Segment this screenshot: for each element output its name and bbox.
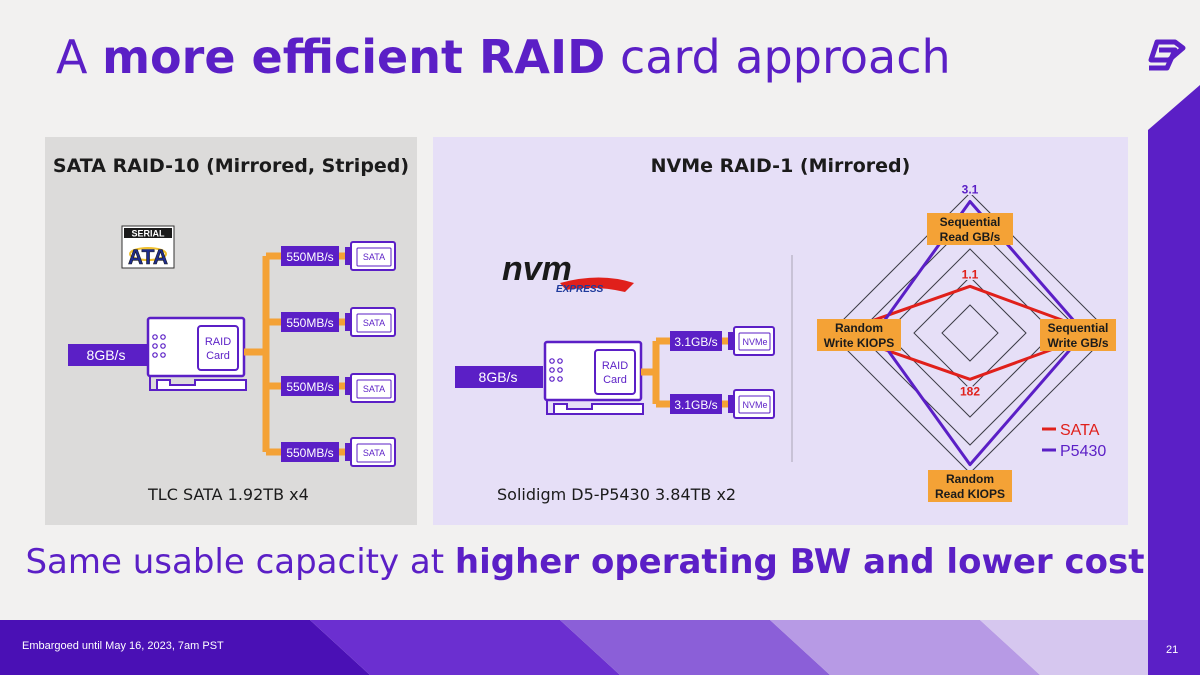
sata-drive-label-3: SATA <box>363 384 385 394</box>
radar-chart: 1.11182763.10.951754 Sequential Read GB/… <box>817 181 1116 502</box>
axis-label-rand-write-1: Random <box>835 321 883 335</box>
page-title: A more efficient RAID card approach <box>56 30 951 84</box>
ata-text: ATA <box>128 246 168 269</box>
axis-label-seq-read-2: Read GB/s <box>940 230 1001 244</box>
sata-drive-speed-4: 550MB/s <box>286 446 333 460</box>
sata-drive-1: SATA <box>345 241 396 271</box>
page-number: 21 <box>1166 644 1179 656</box>
sata-raid-card: RAID Card <box>146 316 247 391</box>
serial-ata-logo-icon: SERIAL ATA <box>121 225 175 269</box>
axis-label-rand-read-2: Read KIOPS <box>935 487 1005 501</box>
nvme-panel-heading: NVMe RAID-1 (Mirrored) <box>650 155 911 177</box>
nvme-drive-label-2: NVMe <box>742 400 767 410</box>
sata-drive-label-1: SATA <box>363 252 385 262</box>
express-text: EXPRESS <box>556 284 604 295</box>
nvme-card-label-1: RAID <box>602 360 628 372</box>
embargo-footer: Embargoed until May 16, 2023, 7am PST <box>22 640 224 652</box>
legend-sata: SATA <box>1060 422 1100 439</box>
nvme-drive-2: NVMe <box>728 389 775 419</box>
nvme-diagram: nvm EXPRESS 8GB/s RAID Card 3.1GB/s 3.1G… <box>455 250 793 462</box>
radar-grid-ring <box>941 304 999 362</box>
axis-label-seq-write-1: Sequential <box>1048 321 1109 335</box>
sata-caption: TLC SATA 1.92TB x4 <box>148 485 309 504</box>
sata-card-label-2: Card <box>206 350 230 362</box>
nvme-caption: Solidigm D5-P5430 3.84TB x2 <box>497 485 737 504</box>
nvme-drive-speed-1: 3.1GB/s <box>674 335 717 349</box>
sata-drive-speed-2: 550MB/s <box>286 316 333 330</box>
radar-series <box>835 199 1099 467</box>
nvme-drive-1: NVMe <box>728 326 775 356</box>
nvm-text: nvm <box>502 250 572 288</box>
axis-label-seq-read-1: Sequential <box>940 215 1001 229</box>
sata-drive-4: SATA <box>345 437 396 467</box>
sata-drive-3: SATA <box>345 373 396 403</box>
radar-grid-ring <box>857 220 1083 446</box>
sata-drive-label-2: SATA <box>363 318 385 328</box>
legend-p5430: P5430 <box>1060 443 1106 460</box>
sata-card-label-1: RAID <box>205 336 231 348</box>
axis-label-rand-write-2: Write KIOPS <box>824 336 894 350</box>
radar-value-sata-2: 182 <box>960 384 980 398</box>
sata-host-speed: 8GB/s <box>87 347 126 363</box>
solidigm-logo-icon <box>1148 39 1186 71</box>
axis-label-seq-write-2: Write GB/s <box>1047 336 1108 350</box>
axis-label-rand-read-1: Random <box>946 472 994 486</box>
nvme-host-speed: 8GB/s <box>479 369 518 385</box>
sata-drive-speed-3: 550MB/s <box>286 380 333 394</box>
nvme-drive-label-1: NVMe <box>742 337 767 347</box>
serial-text: SERIAL <box>131 229 165 239</box>
radar-value-p5430-0: 3.1 <box>962 182 979 196</box>
nvme-drive-speed-2: 3.1GB/s <box>674 398 717 412</box>
radar-series-sata <box>835 284 1099 381</box>
nvme-raid-card: RAID Card <box>543 340 644 415</box>
radar-series-p5430 <box>874 199 1087 467</box>
page-subtitle: Same usable capacity at higher operating… <box>25 542 1145 582</box>
sata-diagram: SERIAL ATA 8GB/s RAID Card 550MB/s 550MB… <box>68 225 396 467</box>
sata-drive-label-4: SATA <box>363 448 385 458</box>
nvme-card-label-2: Card <box>603 374 627 386</box>
sata-drive-2: SATA <box>345 307 396 337</box>
radar-value-sata-0: 1.1 <box>962 267 979 281</box>
radar-legend: SATA P5430 <box>1042 422 1106 460</box>
nvme-panel: NVMe RAID-1 (Mirrored) Solidigm D5-P5430… <box>433 137 1128 525</box>
radar-grid-ring <box>913 276 1027 390</box>
sata-drive-speed-1: 550MB/s <box>286 250 333 264</box>
nvm-express-logo-icon: nvm EXPRESS <box>502 250 634 295</box>
sata-panel-heading: SATA RAID-10 (Mirrored, Striped) <box>52 155 410 177</box>
